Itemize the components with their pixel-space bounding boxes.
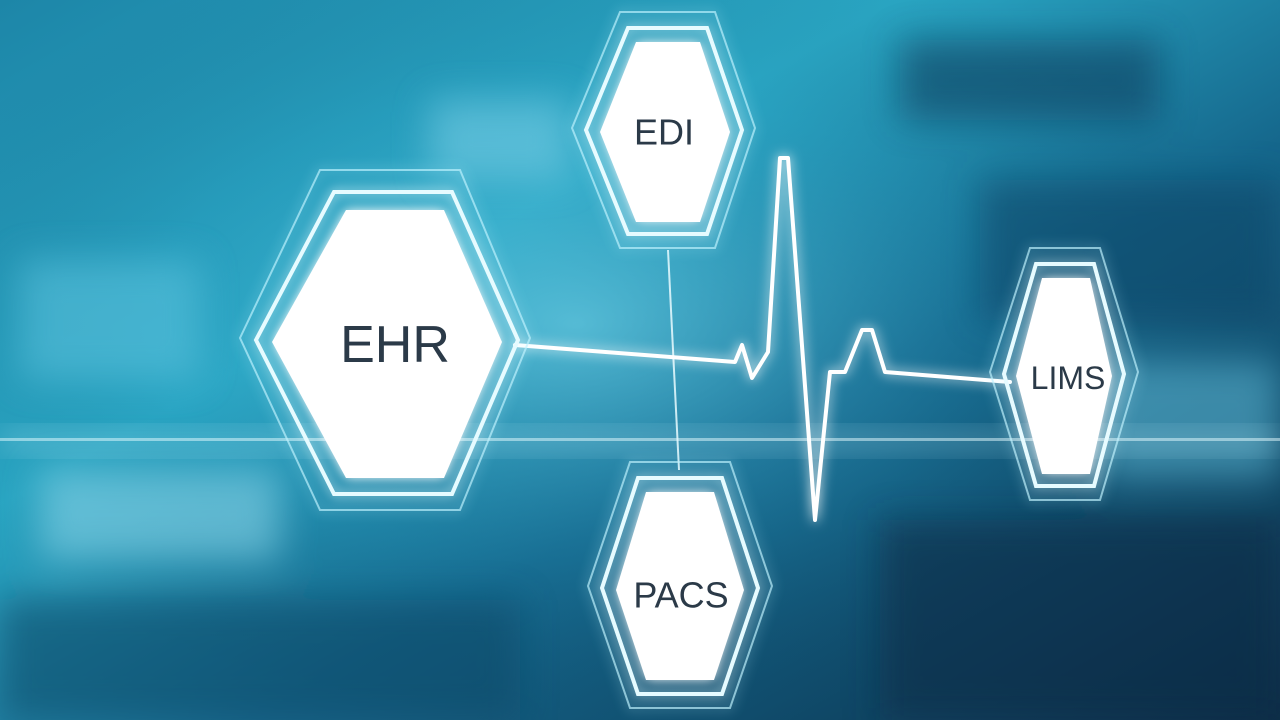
node-pacs: PACS — [586, 461, 774, 709]
node-ehr: EHR — [238, 169, 532, 511]
connector-edi-pacs — [667, 249, 680, 471]
background-bokeh — [0, 40, 1280, 720]
node-edi-label: EDI — [634, 112, 694, 153]
node-lims: LIMS — [988, 247, 1140, 501]
node-lims-label: LIMS — [1031, 360, 1106, 396]
heartbeat-line — [513, 156, 1012, 522]
node-ehr-label: EHR — [340, 316, 450, 374]
light-streak-core — [0, 438, 1280, 441]
node-edi: EDI — [570, 11, 757, 249]
node-pacs-label: PACS — [633, 575, 728, 616]
